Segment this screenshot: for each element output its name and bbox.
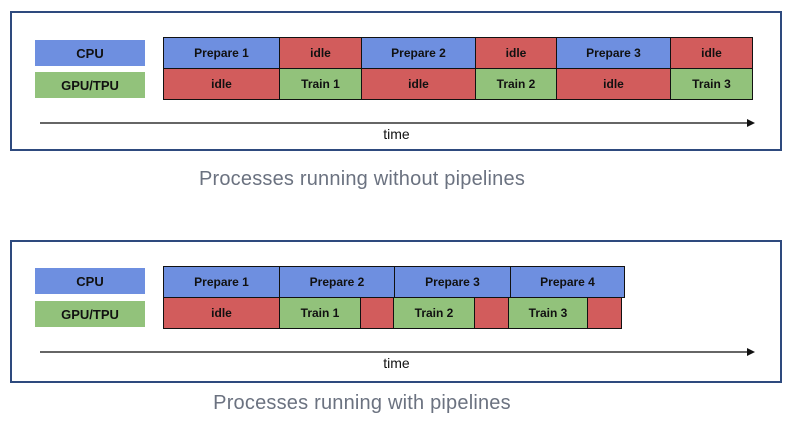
cell-prepare-4: Prepare 4: [510, 266, 625, 298]
legend-cpu: CPU: [35, 40, 145, 66]
cell-idle: idle: [475, 37, 557, 69]
cell-prepare-3: Prepare 3: [394, 266, 511, 298]
cell-train-3: Train 3: [508, 297, 588, 329]
caption-with-pipelines: Processes running with pipelines: [213, 392, 511, 414]
axis-arrowhead-icon: [747, 348, 755, 356]
cell-idle: idle: [556, 68, 671, 100]
cell-idle-gap: [587, 297, 622, 329]
cell-idle: idle: [670, 37, 753, 69]
cell-train-1: Train 1: [279, 68, 362, 100]
cell-prepare-1: Prepare 1: [163, 266, 280, 298]
caption-without-pipelines: Processes running without pipelines: [198, 168, 526, 190]
time-axis-label: time: [383, 126, 410, 142]
cell-train-1: Train 1: [279, 297, 361, 329]
legend-cpu-label: CPU: [76, 45, 104, 61]
time-axis-label: time: [383, 355, 410, 371]
cell-idle: idle: [361, 68, 476, 100]
axis-arrowhead-icon: [747, 119, 755, 127]
cell-idle: idle: [163, 68, 280, 100]
legend-gpu-tpu: GPU/TPU: [35, 72, 145, 98]
cell-prepare-2: Prepare 2: [361, 37, 476, 69]
legend-gpu-tpu-label: GPU/TPU: [61, 306, 119, 322]
cell-prepare-2: Prepare 2: [279, 266, 395, 298]
cell-train-2: Train 2: [393, 297, 475, 329]
cell-train-3: Train 3: [670, 68, 753, 100]
cell-idle: idle: [163, 297, 280, 329]
time-axis: [40, 348, 755, 356]
cell-idle-gap: [360, 297, 394, 329]
legend-cpu: CPU: [35, 268, 145, 294]
time-axis: [40, 119, 755, 127]
legend-gpu-tpu-label: GPU/TPU: [61, 77, 119, 93]
cell-idle-gap: [474, 297, 509, 329]
cell-prepare-3: Prepare 3: [556, 37, 671, 69]
legend-gpu-tpu: GPU/TPU: [35, 301, 145, 327]
cell-idle: idle: [279, 37, 362, 69]
cell-prepare-1: Prepare 1: [163, 37, 280, 69]
cell-train-2: Train 2: [475, 68, 557, 100]
legend-cpu-label: CPU: [76, 273, 104, 289]
